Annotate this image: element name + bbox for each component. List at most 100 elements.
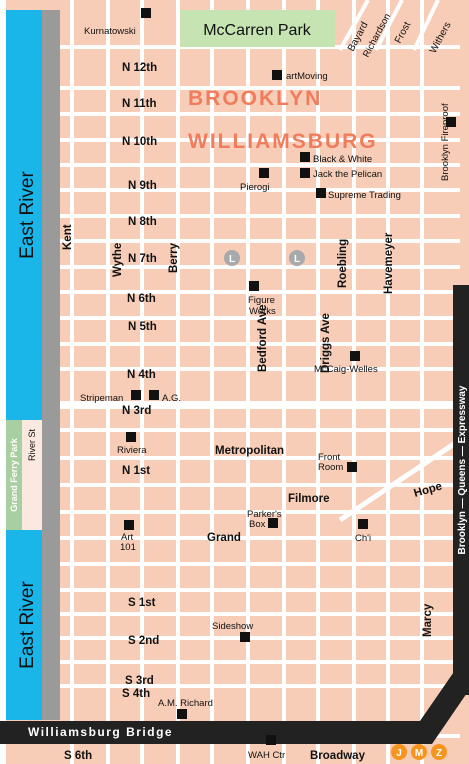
williamsburg-bridge (0, 650, 469, 744)
marker-brooklyn-fireproof (446, 117, 456, 127)
marker-ag (149, 390, 159, 400)
marker-front-room (347, 462, 357, 472)
grand-ferry-park-label: Grand Ferry Park (9, 437, 19, 512)
marker-artmoving (272, 70, 282, 80)
shoreline (42, 10, 60, 720)
east-river-upper (6, 10, 42, 420)
marker-stripeman (131, 390, 141, 400)
place-label-jack-pelican: Jack the Pelican (313, 169, 382, 180)
east-river-lower-label: East River (17, 581, 38, 669)
place-label-chi: Ch'i (355, 533, 371, 544)
street-label-n8: N 8th (128, 216, 157, 228)
marker-art101 (124, 520, 134, 530)
street-label-n11: N 11th (122, 98, 157, 110)
street-label-wythe: Wythe (112, 243, 124, 277)
subway-l-bedford-icon[interactable] (224, 250, 240, 266)
place-label-mccaig: McCaig-Welles (314, 364, 378, 375)
street-label-n6: N 6th (127, 293, 156, 305)
place-label-sideshow: Sideshow (212, 621, 253, 632)
street-label-n12: N 12th (122, 62, 157, 74)
east-river-upper-label: East River (17, 171, 38, 259)
street-label-marcy: Marcy (422, 603, 434, 637)
place-label-art101-1: Art (121, 532, 134, 543)
street-label-n9: N 9th (128, 180, 157, 192)
marker-kurnatowski (141, 8, 151, 18)
place-label-stripeman: Stripeman (80, 393, 123, 404)
grand-ferry-park-area (6, 420, 22, 530)
subway-z-icon[interactable] (431, 744, 447, 760)
street-label-n5: N 5th (128, 321, 157, 333)
bqe-label: Brooklyn — Queens — Expressway (457, 385, 468, 554)
subway-stations: L L J M Z (224, 250, 447, 760)
place-label-brooklyn-fireproof: Brooklyn Fireproof (440, 103, 451, 181)
street-label-s2: S 2nd (128, 635, 159, 647)
bqe-highway (453, 285, 469, 695)
street-label-berry: Berry (168, 242, 180, 273)
place-label-ag: A.G. (162, 393, 181, 404)
mccarren-park (180, 10, 335, 47)
place-label-parkers-2: Box (249, 519, 266, 530)
subway-l-lorimer-icon[interactable] (289, 250, 305, 266)
street-label-grand: Grand (207, 532, 241, 544)
marker-chi (358, 519, 368, 529)
place-label-parkers-1: Parker's (247, 509, 282, 520)
street-label-n10: N 10th (122, 136, 157, 148)
street-label-bedford: Bedford Ave (257, 304, 269, 372)
street-label-n7: N 7th (128, 253, 157, 265)
marker-pierogi (259, 168, 269, 178)
street-label-broadway: Broadway (310, 750, 366, 762)
place-markers (124, 8, 456, 745)
place-label-artmoving: artMoving (286, 71, 328, 82)
subway-j-icon[interactable] (391, 744, 407, 760)
east-river-lower (6, 530, 42, 720)
marker-figure-works (249, 281, 259, 291)
bridge-label: Williamsburg Bridge (28, 725, 173, 739)
title-williamsburg: WILLIAMSBURG (188, 130, 378, 153)
place-label-kurnatowski: Kurnatowski (84, 26, 136, 37)
street-label-s6: S 6th (64, 750, 92, 762)
street-label-n3: N 3rd (122, 405, 151, 417)
street-label-s3: S 3rd (125, 675, 154, 687)
place-label-supreme: Supreme Trading (328, 190, 401, 201)
subway-z-label: Z (436, 748, 442, 759)
subway-m-icon[interactable] (411, 744, 427, 760)
place-label-black-white: Black & White (313, 154, 372, 165)
place-label-riviera: Riviera (117, 445, 147, 456)
marker-wah (266, 735, 276, 745)
subway-l-bedford-label: L (229, 254, 235, 265)
place-label-pierogi: Pierogi (240, 182, 270, 193)
marker-riviera (126, 432, 136, 442)
marker-black-white (300, 152, 310, 162)
street-label-kent: Kent (62, 224, 74, 250)
street-label-n4: N 4th (127, 369, 156, 381)
street-label-river: River St (27, 429, 37, 462)
street-label-havemeyer: Havemeyer (383, 232, 395, 294)
marker-supreme (316, 188, 326, 198)
street-grid (40, 0, 462, 764)
street-label-s4: S 4th (122, 688, 150, 700)
place-label-art101-2: 101 (120, 542, 136, 553)
place-label-figure-1: Figure (248, 295, 275, 306)
street-label-driggs: Driggs Ave (320, 313, 332, 373)
place-label-front-1: Front (318, 452, 341, 463)
place-label-am-richard: A.M. Richard (158, 698, 213, 709)
outer-border (0, 0, 6, 764)
street-label-filmore: Filmore (288, 493, 330, 505)
river-st-area (22, 420, 42, 530)
place-label-figure-2: Works (249, 306, 276, 317)
street-label-n1: N 1st (122, 465, 150, 477)
street-labels: N 12th N 11th N 10th N 9th N 8th N 7th N… (64, 62, 443, 762)
subway-j-label: J (396, 748, 402, 759)
subway-l-lorimer-label: L (294, 254, 300, 265)
marker-am-richard (177, 709, 187, 719)
street-label-roebling: Roebling (337, 239, 349, 288)
street-label-metropolitan: Metropolitan (215, 445, 284, 457)
place-labels: Kurnatowski artMoving Black & White Jack… (80, 26, 451, 761)
subway-m-label: M (415, 748, 423, 759)
place-label-front-2: Room (318, 462, 343, 473)
place-label-wah: WAH Ctr (248, 750, 285, 761)
street-label-s1: S 1st (128, 597, 156, 609)
marker-parkers-box (268, 518, 278, 528)
marker-jack-pelican (300, 168, 310, 178)
